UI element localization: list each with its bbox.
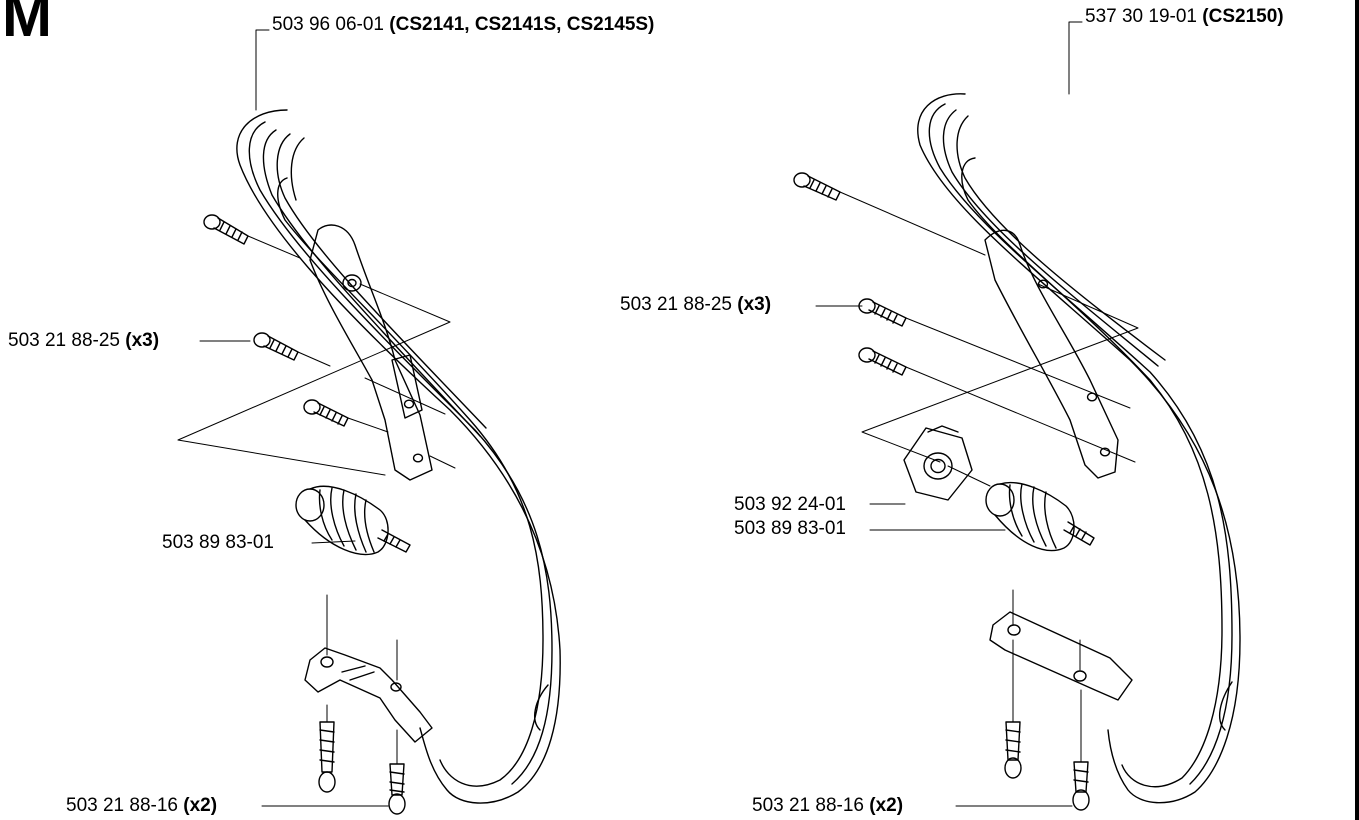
left-handle-models: (CS2141, CS2141S, CS2145S): [389, 14, 655, 35]
right-handle-models: (CS2150): [1202, 6, 1284, 27]
right-handle-label: 537 30 19-01 (CS2150): [1085, 6, 1284, 27]
left-bolts-upper-qty: (x3): [125, 330, 160, 351]
left-damper-label: 503 89 83-01: [162, 532, 274, 553]
right-bolts-lower-label: 503 21 88-16 (x2): [752, 795, 904, 816]
page-edge-bar: [1355, 0, 1359, 820]
left-bolts-lower-qty: (x2): [183, 795, 218, 816]
right-damper: [985, 482, 1095, 552]
right-leader-lines: [815, 21, 1139, 807]
right-damper-label: 503 89 83-01: [734, 518, 846, 539]
right-bolts-upper-qty: (x3): [737, 294, 772, 315]
left-bolts-lower-label: 503 21 88-16 (x2): [66, 795, 218, 816]
left-front-handle: [236, 109, 561, 804]
right-bracket-part: [903, 425, 973, 501]
right-bolts-upper-label: 503 21 88-25 (x3): [620, 294, 772, 315]
left-screws: [203, 214, 406, 815]
right-bolts-lower-qty: (x2): [869, 795, 904, 816]
right-bracket-label: 503 92 24-01: [734, 494, 846, 515]
right-front-handle: [917, 93, 1241, 804]
section-letter: M: [2, 0, 52, 49]
left-damper: [295, 485, 411, 556]
left-leader-lines: [177, 29, 456, 807]
left-handle-label: 503 96 06-01 (CS2141, CS2141S, CS2145S): [272, 14, 655, 35]
left-bolts-upper-label: 503 21 88-25 (x3): [8, 330, 160, 351]
right-screws: [793, 172, 1090, 811]
